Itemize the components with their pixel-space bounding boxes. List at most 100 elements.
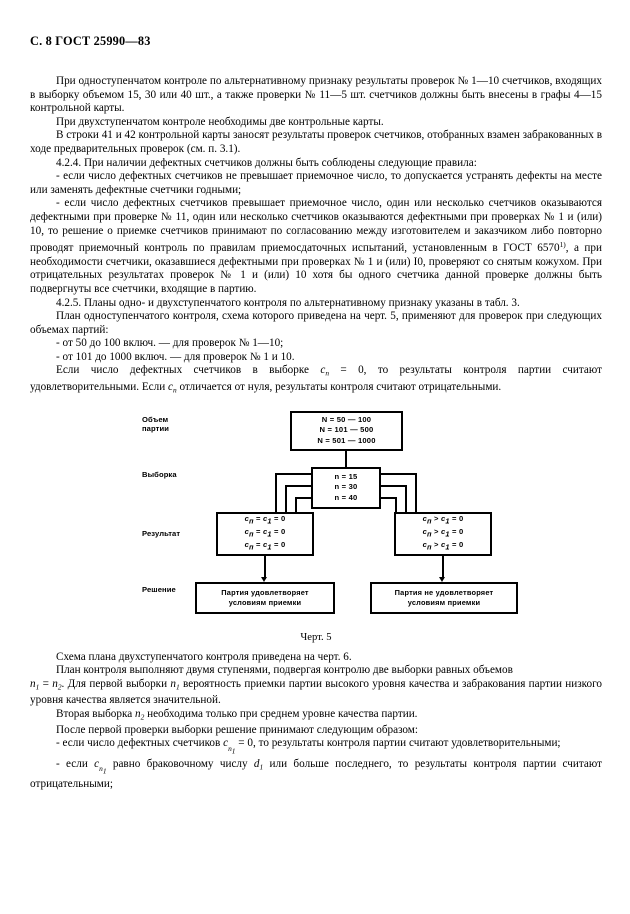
row-label-result: Результат <box>142 529 180 538</box>
figure-chart-5: Объем партии Выборка Результат Решение N… <box>30 410 602 643</box>
branch-left-v-2 <box>285 484 287 512</box>
paragraph-after-6: - если cп1 равно браковочному числу d1 и… <box>30 758 602 792</box>
paragraph-3: В строки 41 и 42 контрольной карты занос… <box>30 129 602 155</box>
box-decision-accept-line-1: Партия удовлетворяет <box>221 587 309 597</box>
branch-left-h-3 <box>295 496 313 499</box>
box-decision-accept-line-2: условиям приемки <box>228 597 302 607</box>
box-lot-volume-line-3: N = 501 — 1000 <box>317 435 376 445</box>
box-decision-reject-line-1: Партия не удовлетворяет <box>394 587 494 597</box>
box-result-accept-line-2: cп = c1 = 0 <box>244 527 286 539</box>
connector-lot-to-sample <box>345 450 347 467</box>
symbol-n1-a: n <box>30 677 36 690</box>
arrow-accept-decision-icon <box>261 576 267 582</box>
paragraph-after-2-tail: вероятность приемки партии высокого уров… <box>30 677 603 706</box>
paragraph-after-2-mid: . Для первой выборки <box>61 677 171 690</box>
symbol-cn-a: c <box>320 364 326 377</box>
row-label-result-line1: Результат <box>142 528 181 538</box>
symbol-n2-a: n <box>52 677 58 690</box>
box-result-reject-line-2: cп > c1 = 0 <box>422 527 464 539</box>
row-label-lot-volume: Объем партии <box>142 415 169 433</box>
symbol-cn-a-sub: п <box>325 368 330 378</box>
box-decision-reject-line-2: условиям приемки <box>407 597 481 607</box>
paragraph-1: При одноступенчатом контроле по альтерна… <box>30 75 602 115</box>
paragraph-after-2-eq: = <box>39 677 53 690</box>
running-head: С. 8 ГОСТ 25990—83 <box>30 34 151 48</box>
paragraph-11-part2: = 0, то результаты контроля партии счита… <box>30 364 602 393</box>
symbol-d1-sub: 1 <box>259 762 264 772</box>
branch-right-v-1 <box>415 472 417 512</box>
symbol-cn-b: c <box>168 380 173 393</box>
branch-right-v-2 <box>405 484 407 512</box>
symbol-cn-b-sub: п <box>172 385 177 395</box>
symbol-n2-b-sub: 2 <box>140 712 145 722</box>
paragraph-8: План одноступенчатого контроля, схема ко… <box>30 310 602 336</box>
connector-accept-to-decision <box>264 555 266 579</box>
paragraph-7: 4.2.5. Планы одно- и двухступенчатого ко… <box>56 296 520 309</box>
row-label-sample-line1: Выборка <box>142 469 177 479</box>
figure-caption: Черт. 5 <box>300 631 332 643</box>
row-label-lot-volume-line2: партии <box>142 423 170 433</box>
paragraph-2: При двухступенчатом контроле необходимы … <box>56 115 384 128</box>
branch-left-h-1 <box>275 472 313 475</box>
row-label-decision-line1: Решение <box>142 584 176 594</box>
branch-left-h-2 <box>285 484 313 487</box>
symbol-cn1-a-sub: п1 <box>228 743 236 756</box>
box-result-reject: cп > c1 = 0 cп > c1 = 0 cп > c1 = 0 <box>394 511 492 556</box>
box-result-reject-line-3: cп > c1 = 0 <box>422 540 464 552</box>
symbol-n2-b: n <box>135 707 141 720</box>
paragraph-after-1: Схема плана двухступенчатого контроля пр… <box>56 650 352 663</box>
paragraph-6: - если число дефектных счетчиков превыша… <box>30 197 602 296</box>
symbol-d1: d <box>253 757 260 770</box>
footnote-marker: 1) <box>559 240 566 250</box>
branch-left-v-3 <box>295 496 297 512</box>
box-lot-volume: N = 50 — 100 N = 101 — 500 N = 501 — 100… <box>290 410 403 451</box>
row-label-decision: Решение <box>142 585 176 594</box>
branch-left-v-1 <box>275 472 277 512</box>
box-result-accept: cп = c1 = 0 cп = c1 = 0 cп = c1 = 0 <box>216 511 314 556</box>
paragraph-after-6-part3: или больше последнего, то результаты кон… <box>30 757 602 791</box>
box-sample-line-3: n = 40 <box>334 492 358 502</box>
branch-right-h-3 <box>379 496 397 499</box>
arrow-reject-decision-icon <box>439 576 445 582</box>
paragraph-11-part3: отличается от нуля, результаты контроля … <box>176 380 502 393</box>
paragraph-5: - если число дефектных счетчиков не прев… <box>30 170 602 196</box>
box-lot-volume-line-1: N = 50 — 100 <box>321 414 372 424</box>
paragraph-after-4: После первой проверки выборки решение пр… <box>56 723 418 736</box>
paragraph-6-tail: , а при необходимости счетчики, оказавши… <box>30 242 602 295</box>
box-result-reject-line-1: cп > c1 = 0 <box>422 514 464 526</box>
box-sample-line-2: n = 30 <box>334 482 358 492</box>
paragraph-6-main: - если число дефектных счетчиков превыша… <box>30 197 602 255</box>
symbol-n1-a-sub: 1 <box>35 682 40 692</box>
box-decision-accept: Партия удовлетворяет условиям приемки <box>195 581 335 614</box>
paragraph-11: Если число дефектных счетчиков в выборке… <box>30 364 602 396</box>
symbol-n1-b-sub: 1 <box>176 682 180 692</box>
connector-reject-to-decision <box>442 555 444 579</box>
paragraph-after-5: - если число дефектных счетчиков cп1 = 0… <box>30 737 602 758</box>
diagram-single-stage-control: Объем партии Выборка Результат Решение N… <box>30 410 602 621</box>
symbol-cn1-b-sub: п1 <box>99 764 107 776</box>
paragraph-after-5-part2: = 0, то результаты контроля партии счита… <box>235 737 561 750</box>
paragraph-9: - от 50 до 100 включ. — для проверок № 1… <box>56 337 284 350</box>
paragraph-after-5-part1: - если число дефектных счетчиков <box>56 737 224 750</box>
symbol-cn1-a: c <box>223 737 229 750</box>
symbol-n2-a-sub: 2 <box>57 682 62 692</box>
symbol-cn1-b: c <box>94 757 100 770</box>
box-sample-line-1: n = 15 <box>334 471 358 481</box>
paragraph-after-6-part2: равно браковочному числу <box>106 757 254 770</box>
box-result-accept-line-3: cп = c1 = 0 <box>244 540 286 552</box>
branch-right-h-2 <box>379 484 407 487</box>
branch-right-v-3 <box>395 496 397 512</box>
box-result-accept-line-1: cп = c1 = 0 <box>244 514 286 526</box>
box-lot-volume-line-2: N = 101 — 500 <box>319 425 374 435</box>
symbol-n1-b: n <box>170 677 176 690</box>
paragraph-after-6-part1: - если <box>56 757 95 770</box>
paragraph-4: 4.2.4. При наличии дефектных счетчиков д… <box>56 156 477 169</box>
paragraph-after-3: Вторая выборка n2 необходима только при … <box>30 708 602 724</box>
box-decision-reject: Партия не удовлетворяет условиям приемки <box>370 581 518 614</box>
row-label-lot-volume-line1: Объем <box>142 414 169 424</box>
paragraph-10: - от 101 до 1000 включ. — для проверок №… <box>56 350 295 363</box>
paragraph-after-3-part1: Вторая выборка <box>56 707 136 720</box>
box-sample: n = 15 n = 30 n = 40 <box>311 466 381 509</box>
branch-right-h-1 <box>379 472 417 475</box>
